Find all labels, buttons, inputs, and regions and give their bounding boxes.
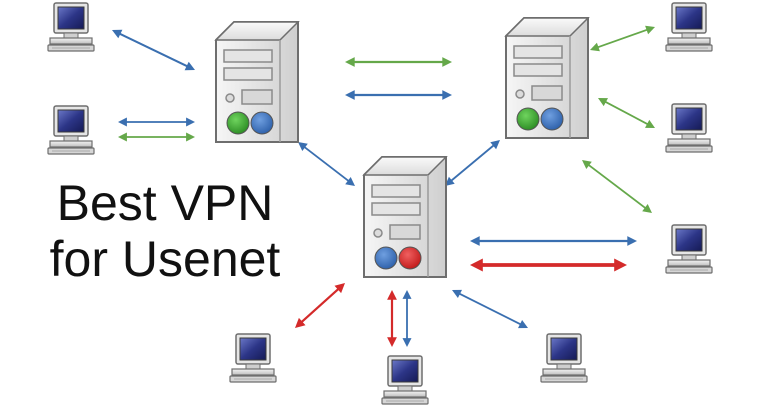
link-arrow-blue xyxy=(402,290,412,347)
computer-icon xyxy=(381,355,429,405)
computer-icon xyxy=(665,103,713,153)
link-arrow-green xyxy=(598,98,655,128)
link-arrow-red xyxy=(470,258,627,272)
link-arrow-blue xyxy=(445,140,500,186)
server-right xyxy=(505,17,589,139)
server-left xyxy=(215,21,299,143)
computer-icon xyxy=(665,2,713,52)
link-arrow-red xyxy=(387,290,397,347)
computer-icon xyxy=(229,333,277,383)
status-led-blue xyxy=(374,246,398,270)
link-arrow-red xyxy=(295,283,345,328)
server-center xyxy=(363,156,447,278)
link-arrow-green xyxy=(345,57,452,67)
status-led-blue xyxy=(540,107,564,131)
link-arrow-blue xyxy=(298,142,355,186)
computer-icon xyxy=(47,105,95,155)
status-led-blue xyxy=(250,111,274,135)
diagram-caption: Best VPN for Usenet xyxy=(20,175,310,287)
link-arrow-blue xyxy=(470,236,637,246)
link-arrow-blue xyxy=(112,29,195,71)
caption-line-2: for Usenet xyxy=(49,231,281,287)
status-led-green xyxy=(226,111,250,135)
computer-icon xyxy=(47,2,95,52)
status-led-green xyxy=(516,107,540,131)
link-arrow-blue xyxy=(452,289,528,329)
link-arrow-green xyxy=(118,132,195,142)
status-led-red xyxy=(398,246,422,270)
caption-line-1: Best VPN xyxy=(56,175,274,231)
link-arrow-green xyxy=(582,160,652,213)
computer-icon xyxy=(665,224,713,274)
link-arrow-green xyxy=(590,25,655,52)
link-arrow-blue xyxy=(118,117,195,127)
computer-icon xyxy=(540,333,588,383)
link-arrow-blue xyxy=(345,90,452,100)
